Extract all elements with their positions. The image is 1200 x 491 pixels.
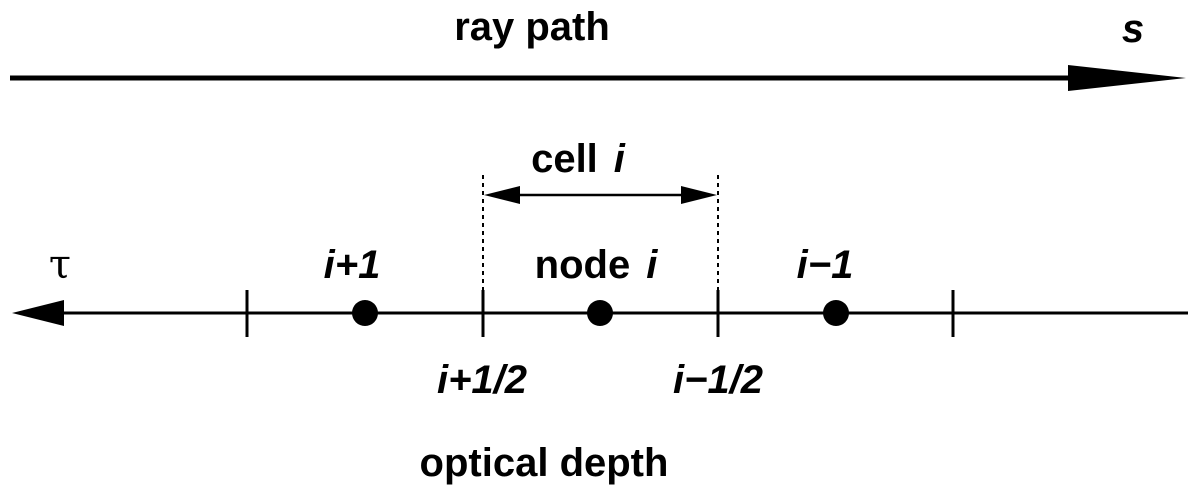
tau-arrowhead bbox=[12, 300, 64, 326]
cell-index: i bbox=[614, 137, 626, 181]
interface-label-i-plus-half: i+1/2 bbox=[437, 358, 527, 402]
node-index: i bbox=[646, 243, 658, 287]
node-dot-i-minus-1 bbox=[823, 300, 849, 326]
cell-width-arrow bbox=[484, 186, 717, 204]
ray-path-title: ray path bbox=[454, 5, 610, 49]
node-label-i-plus-1: i+1 bbox=[324, 243, 381, 287]
node-label-i-minus-1: i−1 bbox=[797, 243, 854, 287]
node-dot-i bbox=[587, 300, 613, 326]
optical-depth-label: optical depth bbox=[420, 441, 669, 485]
s-axis-label: s bbox=[1122, 7, 1144, 51]
cell-arrowhead-left bbox=[484, 186, 520, 204]
ray-path-arrow bbox=[10, 65, 1186, 91]
cell-arrowhead-right bbox=[681, 186, 717, 204]
interface-label-i-minus-half: i−1/2 bbox=[673, 358, 763, 402]
ray-path-arrowhead bbox=[1068, 65, 1186, 91]
node-dot-i-plus-1 bbox=[352, 300, 378, 326]
cell-word: cell bbox=[531, 137, 598, 181]
node-word: node bbox=[535, 243, 631, 287]
tau-symbol: τ bbox=[49, 242, 71, 288]
